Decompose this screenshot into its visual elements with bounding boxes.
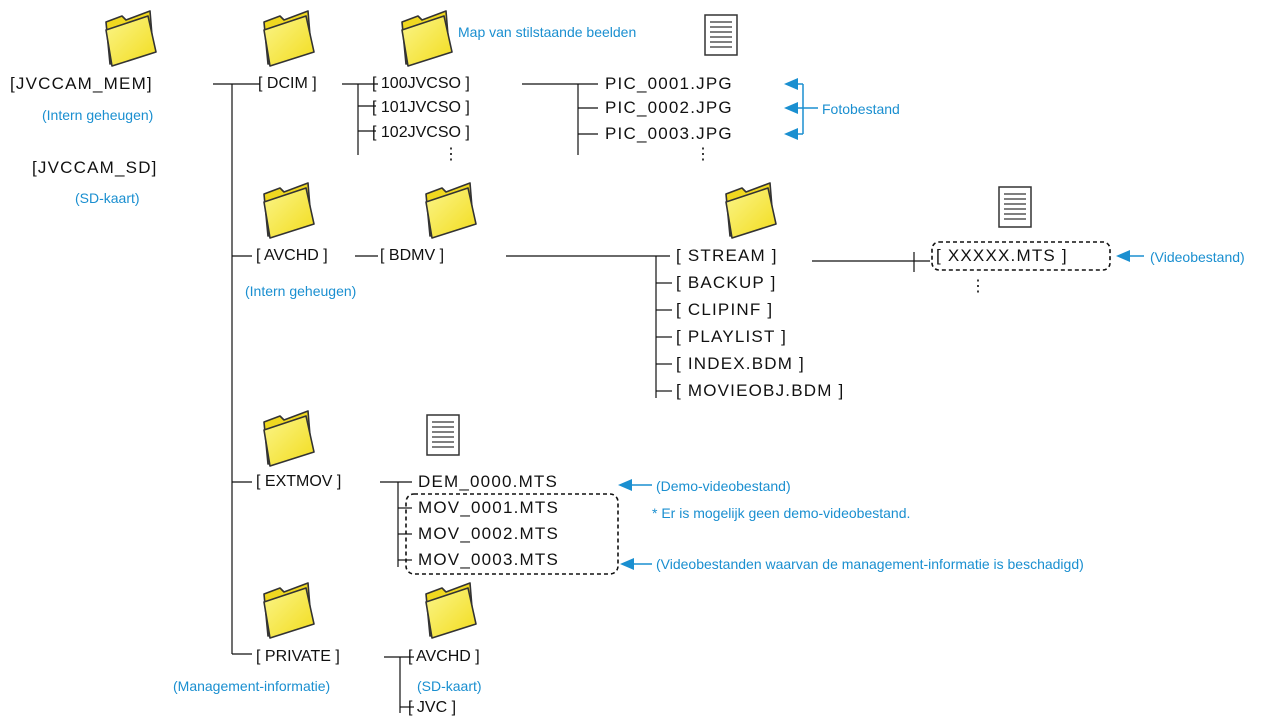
arrow-left-icon (618, 479, 632, 491)
bdmv-label: [ BDMV ] (380, 247, 445, 264)
folder-icon (263, 10, 315, 67)
arrow-left-icon (784, 102, 798, 114)
stream-files-ellipsis: ⋮ (970, 278, 986, 295)
private-label: [ PRIVATE ] (256, 648, 340, 665)
private-note: (Management-informatie) (173, 678, 331, 694)
demo-file-note: (Demo-videobestand) (656, 478, 791, 494)
bdmv-child: [ STREAM ] (676, 246, 778, 265)
extmov-file: MOV_0002.MTS (418, 524, 560, 543)
root-sd-label: [JVCCAM_SD] (32, 158, 158, 177)
arrow-left-icon (784, 128, 798, 140)
photo-file: PIC_0003.JPG (605, 124, 733, 143)
root-mem-note: (Intern geheugen) (42, 107, 154, 123)
photo-files-note: Fotobestand (822, 101, 900, 117)
document-icon (998, 186, 1032, 228)
arrow-left-icon (1116, 250, 1130, 262)
private-child: [ JVC ] (408, 699, 457, 716)
dcim-label: [ DCIM ] (258, 75, 317, 92)
document-icon (426, 414, 460, 456)
demo-file-footnote: * Er is mogelijk geen demo-videobestand. (652, 505, 911, 521)
avchd-note: (Intern geheugen) (245, 283, 357, 299)
document-icon (704, 14, 738, 56)
photo-file: PIC_0001.JPG (605, 74, 733, 93)
avchd-label: [ AVCHD ] (256, 247, 328, 264)
bdmv-child: [ PLAYLIST ] (676, 327, 788, 346)
bdmv-child: [ MOVIEOBJ.BDM ] (676, 381, 845, 400)
bdmv-child: [ INDEX.BDM ] (676, 354, 805, 373)
folder-icon (263, 410, 315, 467)
folder-icon (263, 182, 315, 239)
extmov-file: DEM_0000.MTS (418, 472, 559, 491)
folder-icon (425, 582, 477, 639)
folder-icon (725, 182, 777, 239)
extmov-file: MOV_0001.MTS (418, 498, 560, 517)
folder-icon (425, 182, 477, 239)
folder-icon (263, 582, 315, 639)
dcim-subfolders-ellipsis: ⋮ (443, 146, 459, 163)
stream-file-note: (Videobestand) (1150, 249, 1245, 265)
photo-files-ellipsis: ⋮ (695, 146, 711, 163)
stream-file: [ XXXXX.MTS ] (936, 246, 1068, 265)
private-avchd-note: (SD-kaart) (417, 678, 482, 694)
root-mem-label: [JVCCAM_MEM] (10, 74, 153, 93)
dcim-subfolder: [ 102JVCSO ] (372, 124, 470, 141)
dcim-subfolder: [ 100JVCSO ] (372, 75, 470, 92)
folder-icon (401, 10, 453, 67)
bdmv-child: [ BACKUP ] (676, 273, 777, 292)
folder-icon (105, 10, 157, 67)
extmov-label: [ EXTMOV ] (256, 473, 342, 490)
dcim-subfolder: [ 101JVCSO ] (372, 99, 470, 116)
dcim-folder-note: Map van stilstaande beelden (458, 24, 637, 40)
damaged-files-note: (Videobestanden waarvan de management-in… (656, 556, 1084, 572)
root-sd-note: (SD-kaart) (75, 190, 140, 206)
extmov-file: MOV_0003.MTS (418, 550, 560, 569)
bdmv-child: [ CLIPINF ] (676, 300, 774, 319)
private-child: [ AVCHD ] (408, 648, 480, 665)
photo-file: PIC_0002.JPG (605, 98, 733, 117)
arrow-left-icon (784, 78, 798, 90)
arrow-left-icon (620, 558, 634, 570)
